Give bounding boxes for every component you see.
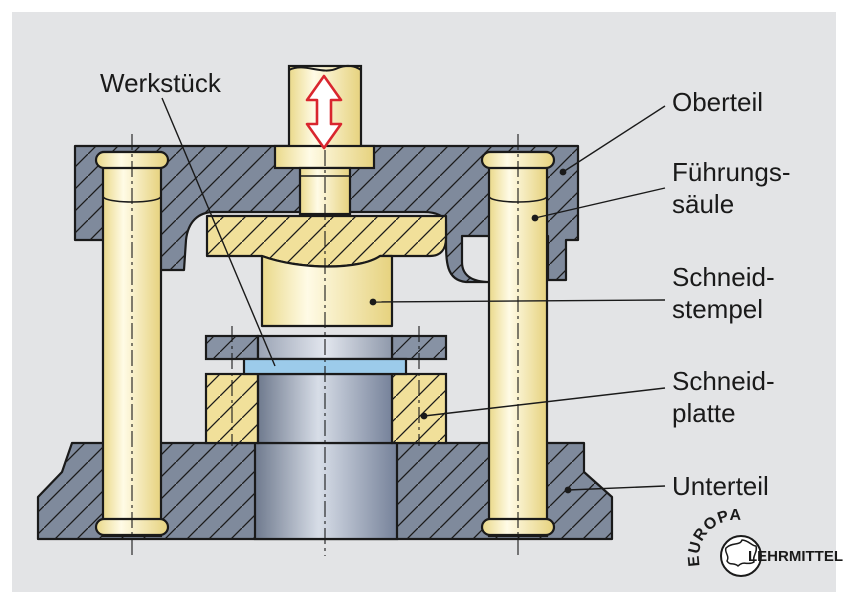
leader-werkstueck [161,97,276,367]
lower-plate-bore [253,441,399,541]
center-lines [131,134,519,556]
label-fuehrungssaeule-line2: säule [672,189,735,219]
leader-schneidplatte [423,387,666,417]
logo-main-text: LEHRMITTEL [748,548,843,565]
label-schneidplatte-line1: Schneid- [672,366,775,396]
leader-fuehrungssaeule [534,187,666,219]
ram-break-line [288,64,362,72]
leader-lines [161,97,666,491]
label-werkstueck: Werkstück [100,68,221,98]
label-oberteil: Oberteil [672,87,764,117]
label-schneidstempel-line1: Schneid- [672,262,775,292]
label-fuehrungssaeule-line1: Führungs- [672,157,791,187]
label-schneidstempel-line2: stempel [672,294,764,324]
publisher-logo: EUROPA LEHRMITTEL [686,507,843,577]
punch [260,254,394,328]
leader-dots [369,168,572,494]
label-unterteil: Unterteil [672,471,769,501]
label-schneidplatte-line2: platte [672,398,736,428]
motion-arrow-icon [305,74,343,150]
leader-unterteil [567,485,666,491]
leader-oberteil [562,105,666,173]
leader-schneidstempel [372,299,666,303]
globe-continents [724,539,758,567]
